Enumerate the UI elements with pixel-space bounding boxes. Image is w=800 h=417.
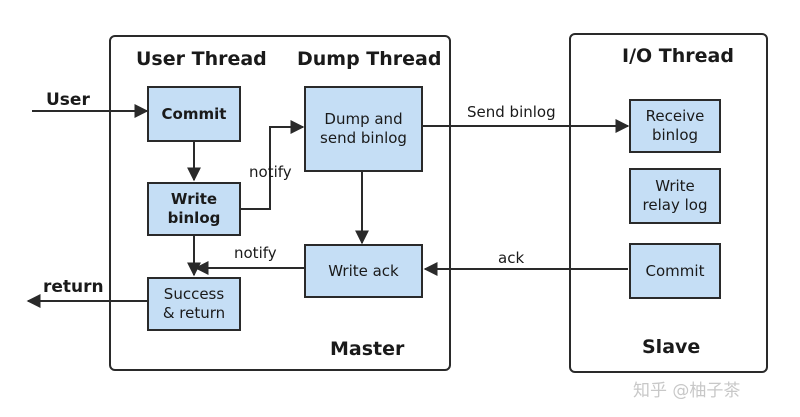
- notify-bottom-label: notify: [234, 244, 277, 262]
- user-thread-heading: User Thread: [136, 48, 267, 70]
- write-ack-node: Write ack: [304, 244, 423, 298]
- ack-label: ack: [498, 249, 525, 267]
- write-binlog-node: Write binlog: [147, 182, 241, 236]
- master-label: Master: [330, 338, 405, 360]
- write-relay-log-node: Write relay log: [629, 168, 721, 224]
- user-label: User: [46, 90, 90, 110]
- commit-node: Commit: [147, 86, 241, 142]
- slave-commit-node: Commit: [629, 243, 721, 299]
- success-return-node: Success & return: [147, 277, 241, 331]
- slave-label: Slave: [642, 336, 701, 358]
- arrow-notify-to-dump: [240, 120, 305, 210]
- dump-thread-heading: Dump Thread: [297, 48, 442, 70]
- return-label: return: [43, 277, 104, 297]
- notify-top-label: notify: [249, 163, 292, 181]
- send-binlog-label: Send binlog: [467, 103, 556, 121]
- receive-binlog-node: Receive binlog: [629, 99, 721, 153]
- watermark-text: 知乎 @柚子茶: [633, 381, 741, 401]
- io-thread-heading: I/O Thread: [622, 45, 734, 67]
- dump-send-binlog-node: Dump and send binlog: [304, 86, 423, 172]
